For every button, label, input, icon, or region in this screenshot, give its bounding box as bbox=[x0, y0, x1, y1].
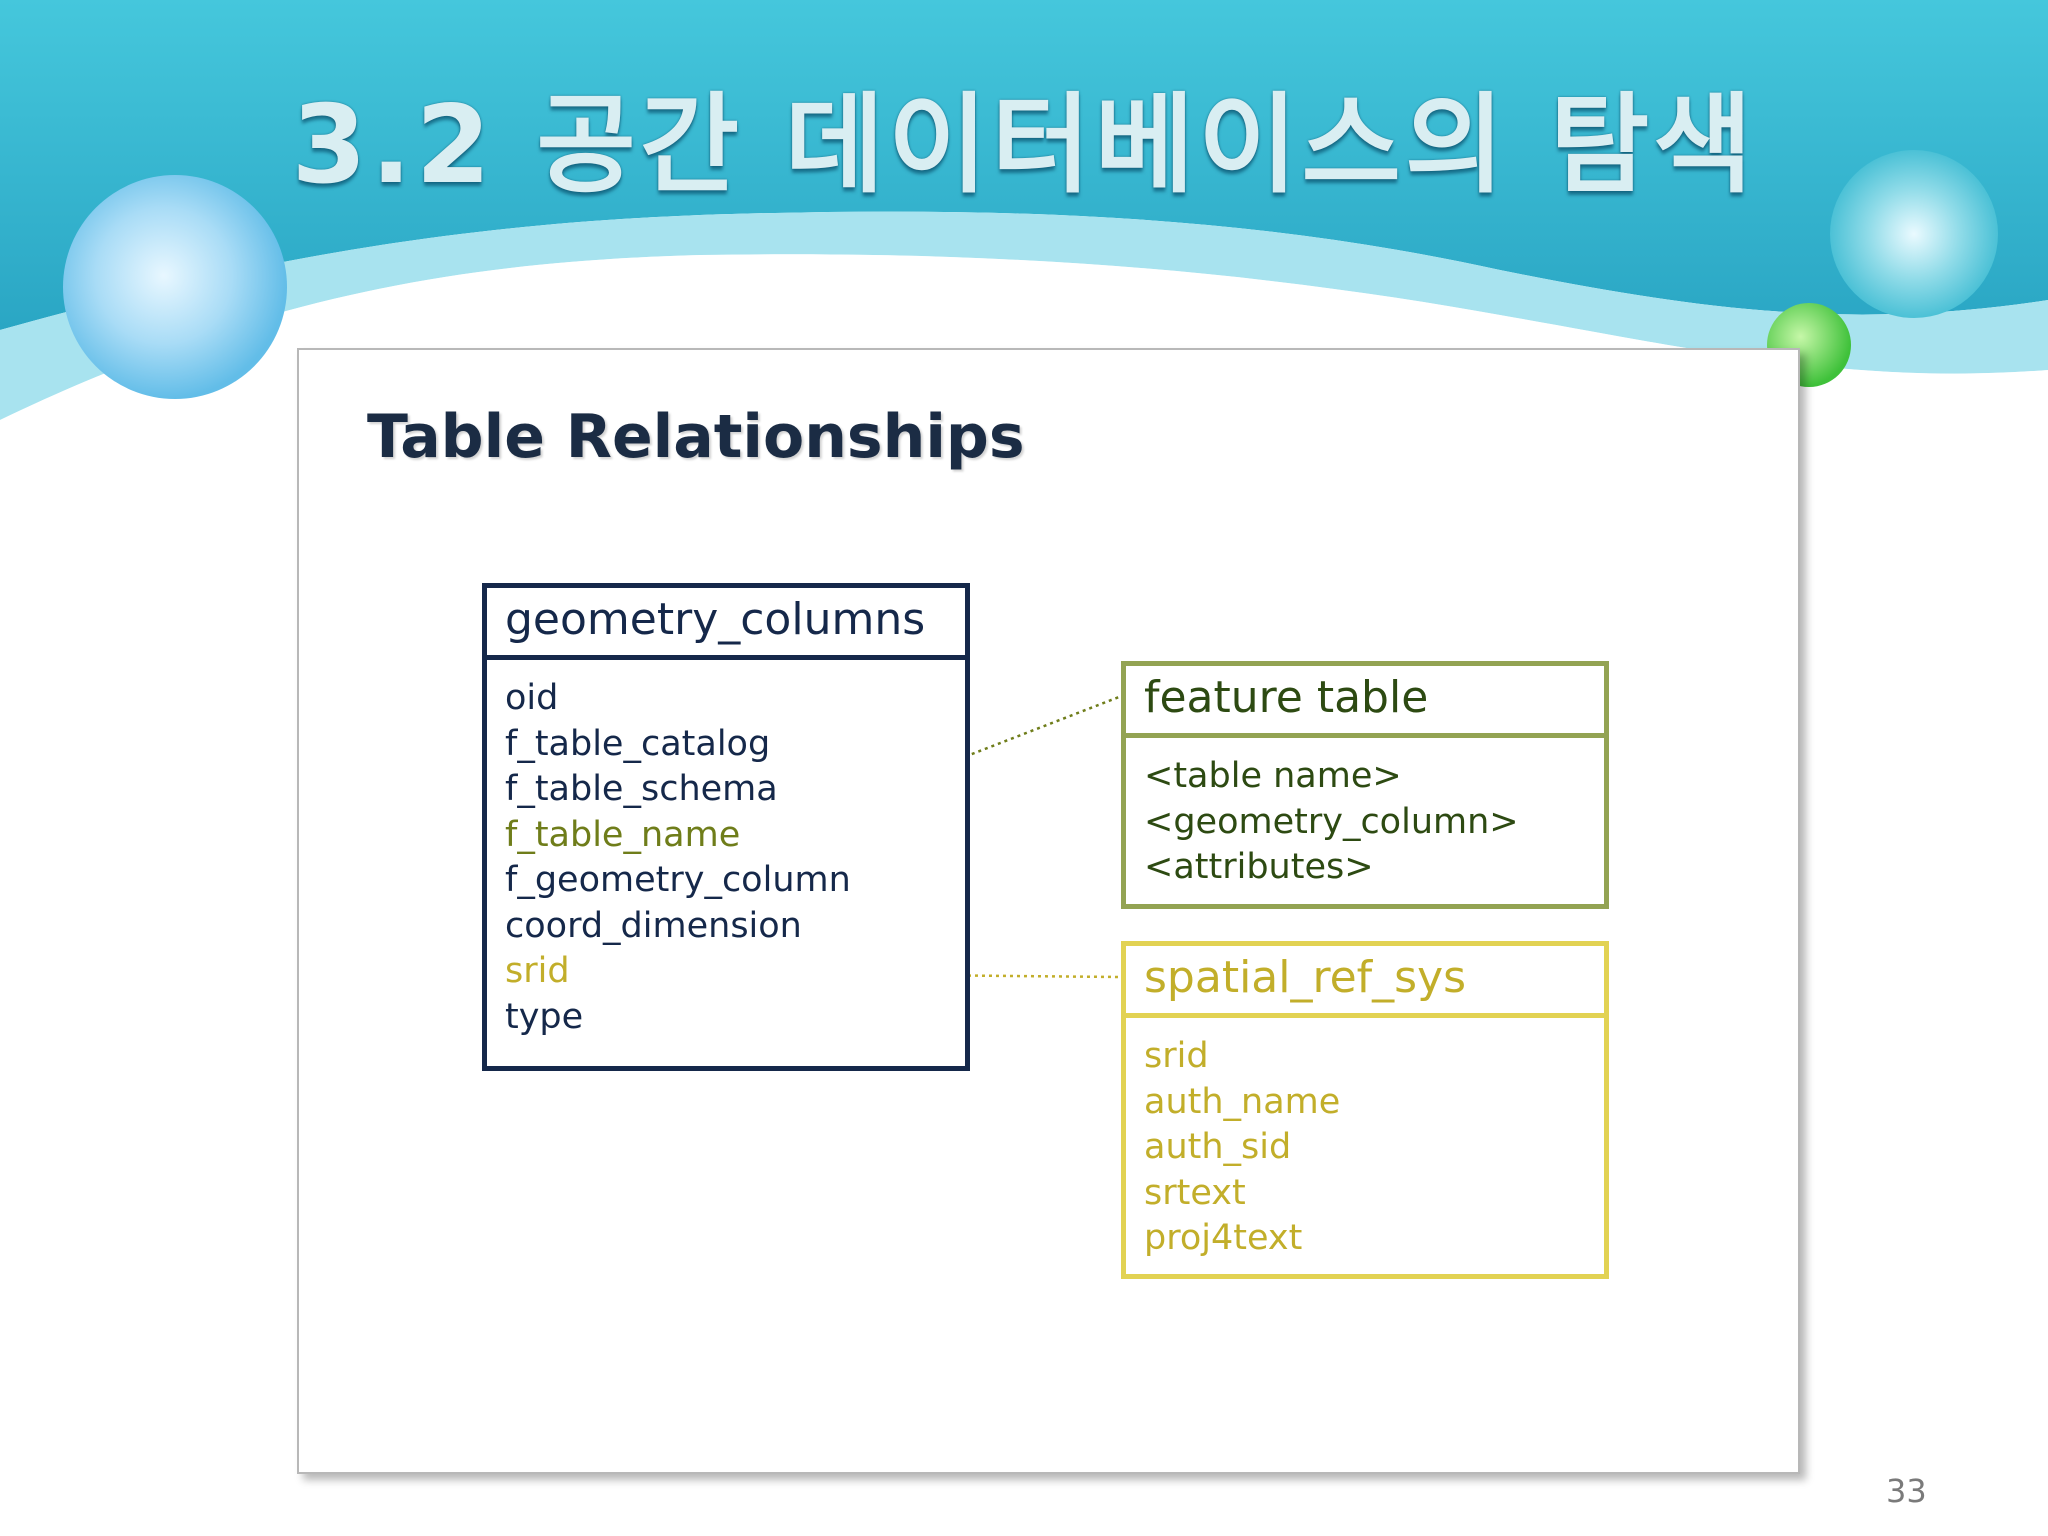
field-f-table-name: f_table_name bbox=[505, 814, 741, 855]
spatial-ref-sys-header: spatial_ref_sys bbox=[1126, 946, 1604, 1018]
geometry-columns-table: geometry_columns oid f_table_catalog f_t… bbox=[482, 583, 970, 1071]
field-srs-srid: srid bbox=[1144, 1036, 1209, 1076]
field-oid: oid bbox=[505, 678, 559, 718]
field-proj4text: proj4text bbox=[1144, 1218, 1303, 1258]
field-geometry-column-placeholder: <geometry_column> bbox=[1144, 801, 1519, 842]
field-auth-name: auth_name bbox=[1144, 1081, 1341, 1122]
spatial-ref-sys-fields: srid auth_name auth_sid srtext proj4text bbox=[1126, 1018, 1604, 1262]
card-title: Table Relationships bbox=[367, 402, 1025, 472]
feature-table-header: feature table bbox=[1126, 666, 1604, 738]
field-f-table-catalog: f_table_catalog bbox=[505, 723, 771, 764]
field-auth-sid: auth_sid bbox=[1144, 1127, 1292, 1167]
field-table-name-placeholder: <table name> bbox=[1144, 756, 1402, 796]
geometry-columns-header: geometry_columns bbox=[487, 588, 965, 660]
field-f-geometry-column: f_geometry_column bbox=[505, 860, 851, 900]
field-coord-dimension: coord_dimension bbox=[505, 905, 802, 946]
field-type: type bbox=[505, 996, 584, 1037]
feature-table: feature table <table name> <geometry_col… bbox=[1121, 661, 1609, 909]
content-card bbox=[297, 348, 1800, 1474]
spatial-ref-sys-table: spatial_ref_sys srid auth_name auth_sid … bbox=[1121, 941, 1609, 1279]
field-attributes-placeholder: <attributes> bbox=[1144, 847, 1374, 887]
field-f-table-schema: f_table_schema bbox=[505, 769, 778, 809]
slide-title: 3.2 공간 데이터베이스의 탐색 bbox=[291, 83, 1757, 208]
field-srtext: srtext bbox=[1144, 1172, 1246, 1213]
field-srid: srid bbox=[505, 951, 570, 991]
feature-table-fields: <table name> <geometry_column> <attribut… bbox=[1126, 738, 1604, 891]
geometry-columns-fields: oid f_table_catalog f_table_schema f_tab… bbox=[487, 660, 965, 1040]
page-number: 33 bbox=[1886, 1472, 1927, 1510]
